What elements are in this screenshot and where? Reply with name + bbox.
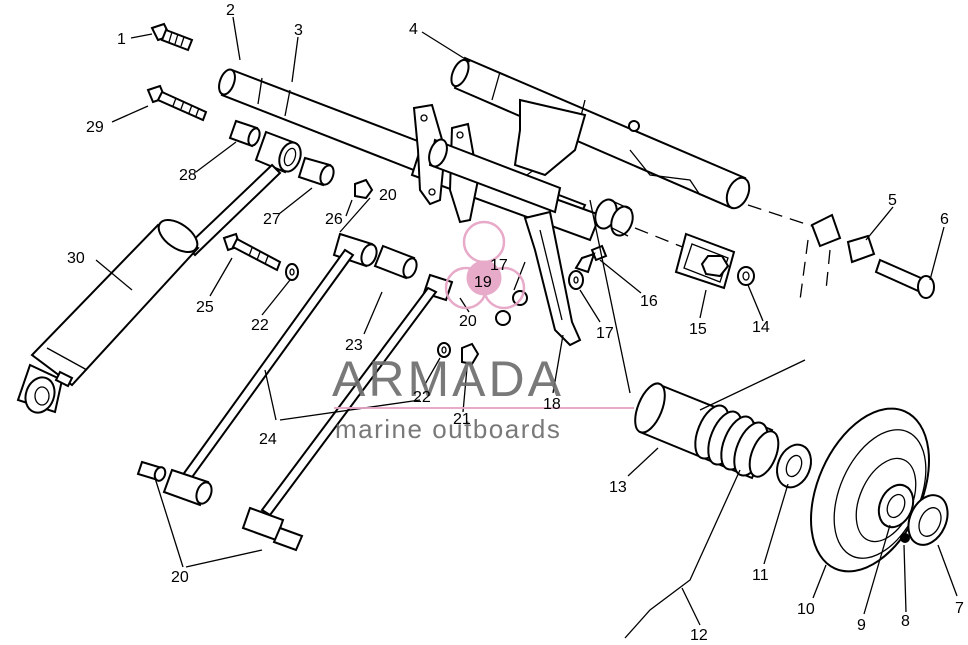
callout-5: 5 bbox=[888, 192, 897, 209]
washer-part-17 bbox=[495, 270, 584, 326]
callout-24: 24 bbox=[259, 431, 277, 448]
callout-20b: 20 bbox=[459, 313, 477, 330]
callout-27: 27 bbox=[263, 211, 281, 228]
armada-watermark: ARMADA marine outboards bbox=[332, 220, 634, 444]
callout-21: 21 bbox=[453, 411, 471, 428]
nut-part-26 bbox=[354, 178, 374, 200]
shock-eye-upper bbox=[254, 130, 302, 174]
tie-rod-part-24-left bbox=[162, 232, 378, 507]
callout-12: 12 bbox=[690, 627, 708, 644]
callout-10: 10 bbox=[797, 601, 815, 618]
callout-20a: 20 bbox=[379, 187, 397, 204]
callout-6: 6 bbox=[940, 211, 949, 228]
callout-23: 23 bbox=[345, 337, 363, 354]
bolt-part-16 bbox=[574, 244, 608, 274]
bushing-part-20-loose bbox=[136, 460, 167, 482]
washer-part-14 bbox=[737, 266, 755, 286]
watermark-tagline: marine outboards bbox=[335, 414, 561, 444]
bushing-part-28 bbox=[228, 119, 261, 148]
callout-17b: 17 bbox=[596, 325, 614, 342]
callout-28: 28 bbox=[179, 167, 197, 184]
spring-part-13 bbox=[624, 359, 806, 639]
watermark-brand: ARMADA bbox=[332, 351, 564, 407]
callout-1: 1 bbox=[117, 31, 126, 48]
washer-part-22a bbox=[285, 263, 299, 281]
bolt-part-6 bbox=[874, 258, 935, 299]
callout-7: 7 bbox=[955, 600, 964, 617]
callout-8: 8 bbox=[901, 613, 910, 630]
shock-absorber-part-30 bbox=[16, 163, 282, 414]
callout-11: 11 bbox=[752, 567, 769, 584]
callout-13: 13 bbox=[609, 479, 627, 496]
callout-29: 29 bbox=[86, 119, 104, 136]
bushing-part-23 bbox=[373, 244, 418, 280]
cap-part-7 bbox=[907, 494, 949, 546]
bushing-part-27 bbox=[297, 156, 335, 187]
pin-part-8 bbox=[900, 533, 910, 543]
leader-lines bbox=[95, 16, 958, 626]
callout-2: 2 bbox=[226, 2, 235, 19]
callout-14: 14 bbox=[752, 319, 770, 336]
bolt-part-1 bbox=[150, 22, 194, 52]
callout-labels: 1 2 3 4 5 6 7 8 9 10 11 12 13 14 15 16 1… bbox=[67, 2, 964, 644]
bolt-part-25 bbox=[222, 232, 282, 272]
callout-19: 19 bbox=[474, 274, 492, 291]
callout-18: 18 bbox=[543, 396, 561, 413]
callout-16: 16 bbox=[640, 293, 658, 310]
callout-22b: 22 bbox=[413, 389, 431, 406]
callout-25: 25 bbox=[196, 299, 214, 316]
idler-wheel-part-10 bbox=[810, 407, 930, 573]
bearing-part-9 bbox=[877, 483, 915, 529]
rear-frame-tube-part-4 bbox=[450, 56, 831, 233]
callout-9: 9 bbox=[857, 617, 866, 634]
bracket-part-5 bbox=[799, 213, 876, 301]
plate-part-15 bbox=[674, 232, 736, 290]
callout-17a: 17 bbox=[490, 257, 508, 274]
armada-propeller-logo bbox=[444, 220, 526, 310]
callout-30: 30 bbox=[67, 250, 85, 267]
callout-15: 15 bbox=[689, 321, 707, 338]
callout-20c: 20 bbox=[171, 569, 189, 586]
tie-rod-part-24-right bbox=[241, 273, 454, 552]
mounting-plates bbox=[412, 103, 582, 347]
callout-22a: 22 bbox=[251, 317, 269, 334]
callout-4: 4 bbox=[409, 21, 418, 38]
bolt-part-29 bbox=[146, 84, 208, 122]
washer-nut-22-21 bbox=[437, 342, 480, 366]
washer-part-11 bbox=[776, 443, 812, 489]
callout-26: 26 bbox=[325, 211, 343, 228]
callout-3: 3 bbox=[294, 22, 303, 39]
